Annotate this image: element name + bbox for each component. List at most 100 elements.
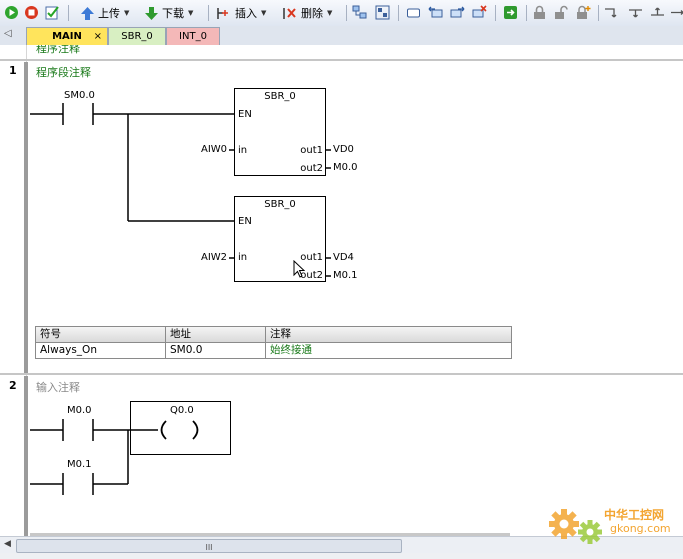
tab-int-0-label: INT_0	[179, 31, 207, 42]
network-separator	[0, 373, 683, 375]
tab-main-label: MAIN	[52, 31, 82, 42]
scrollbar-grip: III	[205, 543, 213, 552]
network-2-wiring	[30, 419, 510, 536]
line-down-icon[interactable]	[628, 5, 643, 20]
col-address: 地址	[166, 327, 266, 342]
chevron-down-icon[interactable]: ▼	[124, 9, 130, 17]
move-right-icon[interactable]	[450, 5, 465, 20]
download-label: 下载	[162, 7, 184, 20]
chevron-down-icon[interactable]: ▼	[188, 9, 194, 17]
contact-m0-0-label[interactable]: M0.0	[67, 405, 92, 416]
symbol-table: 符号 地址 注释 Always_On SM0.0 始终接通	[35, 326, 512, 359]
program-comment[interactable]: 程序注释	[36, 45, 80, 55]
tab-main[interactable]: MAIN ×	[26, 27, 108, 45]
en-pin: EN	[238, 216, 252, 227]
network-separator	[0, 59, 683, 61]
out1-pin: out1	[300, 145, 323, 156]
line-right-icon[interactable]	[670, 5, 683, 20]
ladder-editor[interactable]: 程序注释 1 程序段注释 SM0.0 SBR_0 EN in out1 out2…	[0, 45, 683, 536]
in-operand-aiw2[interactable]: AIW2	[201, 252, 228, 263]
network-icon[interactable]	[352, 5, 367, 20]
tab-int-0[interactable]: INT_0	[166, 27, 220, 45]
horizontal-scrollbar[interactable]: ◀ III	[0, 536, 683, 554]
lock-add-icon[interactable]	[576, 5, 591, 20]
upload-label: 上传	[98, 7, 120, 20]
network-2-bar	[24, 376, 28, 536]
network-gutter	[0, 45, 27, 536]
upload-button[interactable]: 上传 ▼	[80, 4, 129, 22]
col-comment: 注释	[270, 328, 291, 340]
delete-icon	[283, 7, 296, 19]
chevron-down-icon[interactable]: ▼	[327, 9, 333, 17]
box-title: SBR_0	[264, 199, 296, 210]
network-view-icon[interactable]	[375, 5, 390, 20]
watermark-logo: 中华工控网 gkong.com	[546, 500, 683, 548]
close-icon[interactable]: ×	[93, 31, 102, 42]
coil-q0-0-label[interactable]: Q0.0	[170, 405, 194, 416]
network-2-number: 2	[9, 379, 17, 392]
network-1-comment[interactable]: 程序段注释	[36, 66, 91, 79]
scrollbar-thumb[interactable]: III	[16, 539, 402, 553]
run-icon[interactable]	[4, 5, 19, 20]
network-2-comment[interactable]: 输入注释	[36, 381, 80, 394]
comment-cell: 始终接通	[270, 344, 312, 356]
go-icon[interactable]	[503, 5, 518, 20]
box-icon[interactable]	[406, 5, 421, 20]
coil-box[interactable]	[130, 401, 231, 455]
contact-m0-1-label[interactable]: M0.1	[67, 459, 92, 470]
branch-line-icon[interactable]	[604, 5, 619, 20]
toolbar-separator	[495, 5, 496, 21]
remove-icon[interactable]	[472, 5, 487, 20]
sbr-0-call-box[interactable]: SBR_0 EN in out1 out2	[234, 196, 326, 282]
status-strip	[0, 553, 683, 559]
insert-label: 插入	[235, 7, 257, 20]
mouse-cursor-icon	[293, 260, 305, 278]
tab-bar: ◁ MAIN × SBR_0 INT_0	[0, 26, 683, 46]
insert-button[interactable]: 插入 ▼	[216, 4, 266, 22]
network-1-bar	[24, 62, 28, 374]
address-cell: SM0.0	[166, 343, 266, 358]
delete-label: 删除	[301, 7, 323, 20]
out2-operand-m0-1[interactable]: M0.1	[333, 270, 358, 281]
out2-pin: out2	[300, 270, 323, 281]
tab-sbr-0-label: SBR_0	[121, 31, 153, 42]
en-pin: EN	[238, 109, 252, 120]
unlock-icon[interactable]	[554, 5, 569, 20]
line-up-icon[interactable]	[650, 5, 665, 20]
out2-pin: out2	[300, 163, 323, 174]
insert-icon	[217, 7, 228, 19]
scroll-left-icon[interactable]: ◀	[4, 539, 11, 549]
gear-icon	[549, 509, 602, 544]
watermark-url: gkong.com	[610, 522, 671, 535]
toolbar-separator	[598, 5, 599, 21]
out1-pin: out1	[300, 252, 323, 263]
download-button[interactable]: 下载 ▼	[144, 4, 193, 22]
box-title: SBR_0	[264, 91, 296, 102]
toolbar-separator	[526, 5, 527, 21]
lock-icon[interactable]	[532, 5, 547, 20]
stop-icon[interactable]	[24, 5, 39, 20]
toolbar: 上传 ▼ 下载 ▼ 插入 ▼ 删除 ▼	[0, 0, 683, 27]
table-row: Always_On SM0.0 始终接通	[36, 343, 511, 358]
toolbar-separator	[398, 5, 399, 21]
delete-button[interactable]: 删除 ▼	[282, 4, 332, 22]
tab-scroll-left-icon[interactable]: ◁	[4, 28, 12, 39]
out1-operand-vd0[interactable]: VD0	[333, 144, 354, 155]
toolbar-separator	[208, 5, 209, 21]
tab-sbr-0[interactable]: SBR_0	[108, 27, 166, 45]
in-operand-aiw0[interactable]: AIW0	[201, 144, 228, 155]
upload-arrow-icon	[81, 6, 94, 20]
col-symbol: 符号	[36, 327, 166, 342]
in-pin: in	[238, 252, 248, 263]
chevron-down-icon[interactable]: ▼	[261, 9, 267, 17]
toolbar-separator	[346, 5, 347, 21]
out1-operand-vd4[interactable]: VD4	[333, 252, 354, 263]
sbr-0-call-box[interactable]: SBR_0 EN in out1 out2	[234, 88, 326, 176]
symbol-cell: Always_On	[36, 343, 166, 358]
out2-operand-m0-0[interactable]: M0.0	[333, 162, 358, 173]
toolbar-separator	[68, 5, 69, 21]
move-left-icon[interactable]	[428, 5, 443, 20]
download-arrow-icon	[145, 6, 158, 20]
symbol-table-header: 符号 地址 注释	[36, 327, 511, 343]
compile-icon[interactable]	[45, 5, 60, 20]
